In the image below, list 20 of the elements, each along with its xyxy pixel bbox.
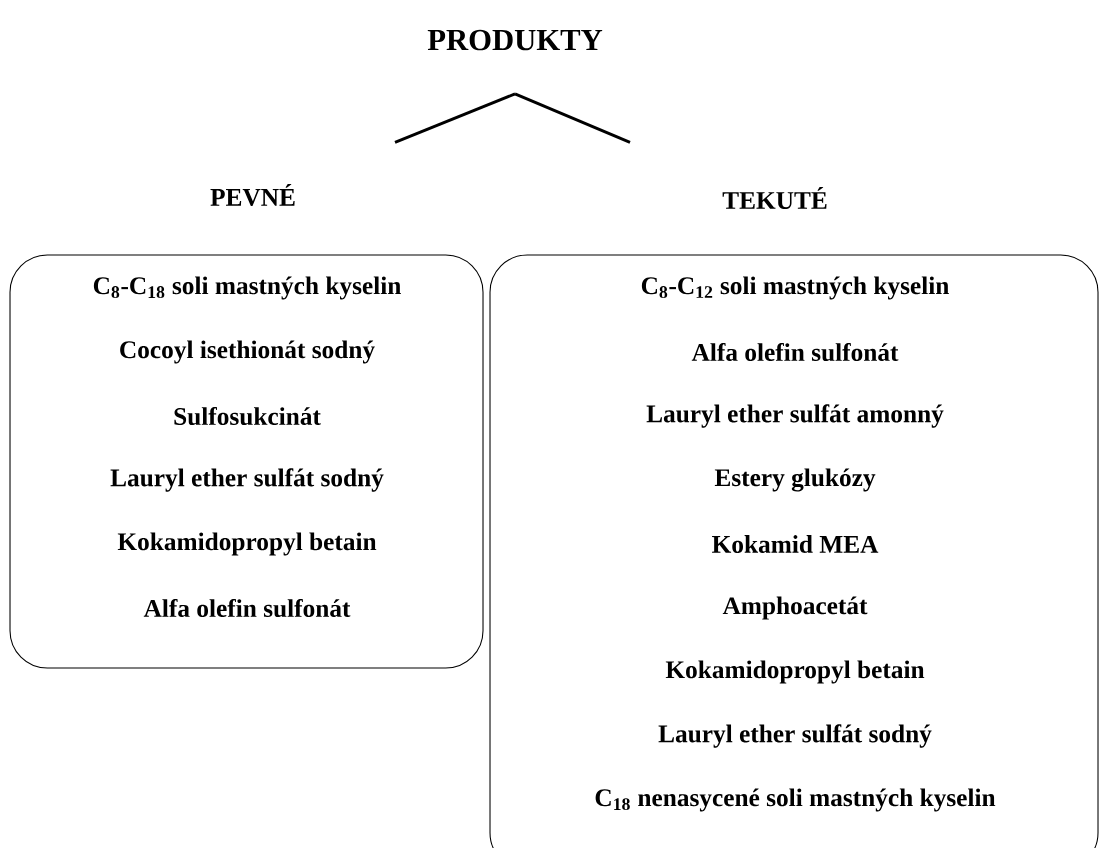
list-item: C$_{8}$-C$_{12}$ soli mastných kyselin <box>641 276 949 300</box>
list-item: Kokamidopropyl betain <box>117 532 377 556</box>
connector-line <box>514 92 631 144</box>
heading: PEVNÉ <box>210 183 295 207</box>
heading: TEKUTÉ <box>722 187 827 209</box>
list-item: C$_{18}$ nenasycené soli mastných kyselin <box>595 788 996 812</box>
list-item: Amphoacetát <box>722 596 868 620</box>
list-item: Estery glukózy <box>714 468 876 492</box>
list-item: Cocoyl isethionát sodný <box>120 340 375 364</box>
list-item: Alfa olefin sulfonát <box>691 342 899 362</box>
list-item: Lauryl ether sulfát amonný <box>646 404 944 428</box>
list-item: Kokamidopropyl betain <box>665 660 925 684</box>
list-item: Kokamid MEA <box>712 535 879 553</box>
list-item: Lauryl ether sulfát sodný <box>658 724 932 748</box>
connector-line <box>394 92 516 144</box>
title: PRODUKTY <box>427 29 603 51</box>
list-item: Alfa olefin sulfonát <box>143 598 351 618</box>
list-item: Lauryl ether sulfát sodný <box>110 468 384 492</box>
list-item: C$_{8}$-C$_{18}$ soli mastných kyselin <box>93 276 401 300</box>
list-item: Sulfosukcinát <box>174 406 321 426</box>
